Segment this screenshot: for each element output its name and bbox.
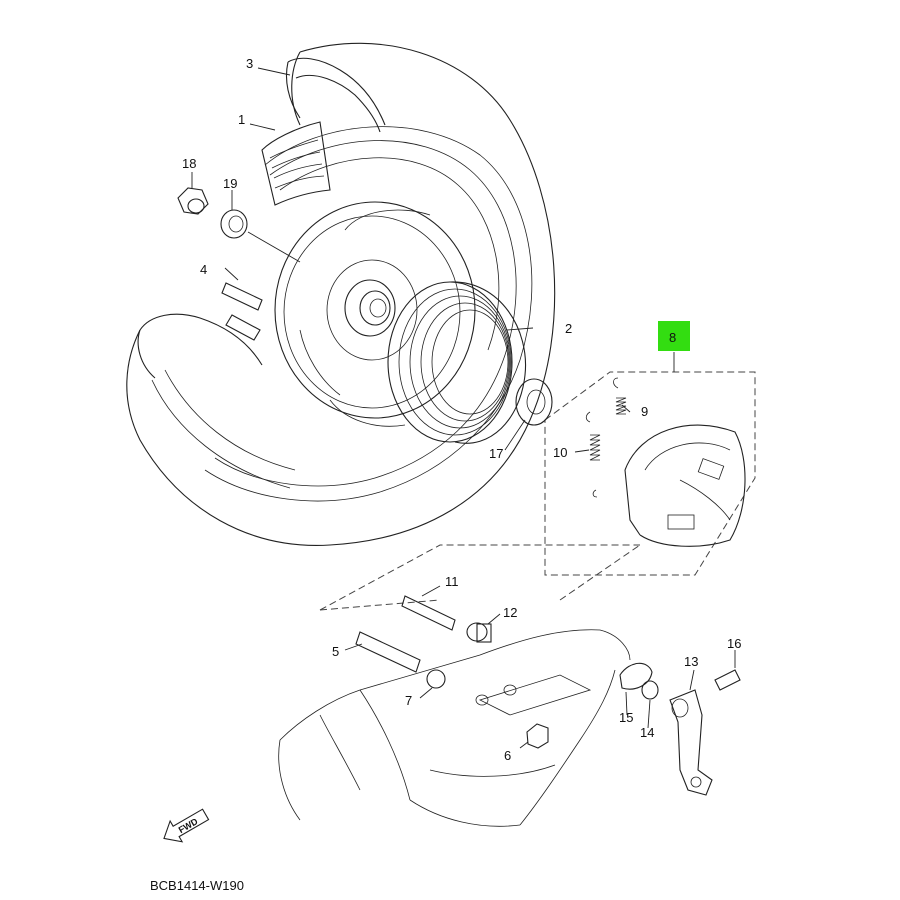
part-label-8[interactable]: 8 xyxy=(669,330,676,345)
part-label-2[interactable]: 2 xyxy=(565,321,572,336)
part-label-9[interactable]: 9 xyxy=(641,404,648,419)
brake-shoe-kit xyxy=(544,371,756,576)
part-label-16[interactable]: 16 xyxy=(727,636,741,651)
diagram-code: BCB1414-W190 xyxy=(150,878,244,893)
part-8-highlight xyxy=(658,321,690,351)
part-label-17[interactable]: 17 xyxy=(489,446,503,461)
camshaft-group-frame xyxy=(319,544,641,611)
wheel-hub-drawing xyxy=(274,201,476,427)
part-label-3[interactable]: 3 xyxy=(246,56,253,71)
part-label-5[interactable]: 5 xyxy=(332,644,339,659)
crankcase-drawing xyxy=(278,629,631,827)
part-labels: 3 1 18 19 4 2 8 9 10 17 11 12 5 7 6 13 1… xyxy=(182,56,741,763)
part-label-10[interactable]: 10 xyxy=(553,445,567,460)
part-label-15[interactable]: 15 xyxy=(619,710,633,725)
part-label-7[interactable]: 7 xyxy=(405,693,412,708)
part-label-14[interactable]: 14 xyxy=(640,725,654,740)
fwd-arrow-icon: FWD xyxy=(163,808,210,843)
fwd-label: FWD xyxy=(177,816,200,835)
small-parts xyxy=(177,187,741,796)
part-label-6[interactable]: 6 xyxy=(504,748,511,763)
tube-drawing xyxy=(285,57,386,133)
part-label-13[interactable]: 13 xyxy=(684,654,698,669)
brake-drum-drawing xyxy=(387,281,527,444)
part-label-19[interactable]: 19 xyxy=(223,176,237,191)
tire-drawing xyxy=(126,42,556,546)
part-label-1[interactable]: 1 xyxy=(238,112,245,127)
part-label-11[interactable]: 11 xyxy=(445,574,459,589)
part-label-4[interactable]: 4 xyxy=(200,262,207,277)
part-label-18[interactable]: 18 xyxy=(182,156,196,171)
part-label-12[interactable]: 12 xyxy=(503,605,517,620)
leader-lines xyxy=(191,67,736,749)
